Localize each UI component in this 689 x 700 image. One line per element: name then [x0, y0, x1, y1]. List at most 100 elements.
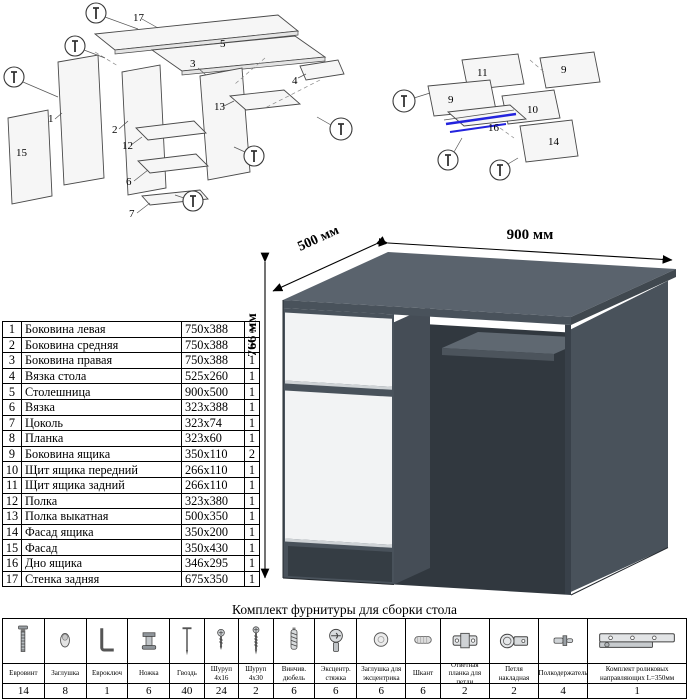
confirmat-icon	[3, 619, 44, 664]
parts-cell-num: 13	[2, 508, 22, 525]
leader-line	[130, 136, 143, 146]
dimension-width: 900 мм	[378, 228, 673, 264]
part-label-3: 3	[190, 58, 196, 70]
hardware-item-qty: 6	[332, 685, 339, 697]
part-label-12: 12	[122, 140, 133, 152]
hardware-item-name: Евровинт	[3, 664, 44, 684]
parts-cell-size: 350x110	[181, 445, 245, 463]
exploded-diagrams: 17 5 4 3 13 1 2 12 6 7 15	[3, 2, 601, 220]
part-label-10: 10	[527, 104, 539, 116]
hardware-item-name: Полкодержатель	[539, 664, 588, 684]
parts-cell-name: Фасад ящика	[21, 523, 182, 541]
panel-drawer-facade	[519, 119, 579, 163]
hardware-callout-icon	[85, 2, 139, 30]
parts-cell-size: 266x110	[181, 476, 245, 494]
panel-desktop-edge	[181, 56, 326, 76]
leader-line	[297, 73, 307, 79]
hardware-item-name: Петля накладная	[489, 664, 539, 684]
parts-cell-name: Боковина ящика	[21, 445, 182, 463]
bottom-edge-line	[282, 577, 395, 585]
part-label-9b: 9	[448, 94, 454, 106]
hardware-item-name: Ответная планка для петли	[440, 664, 489, 684]
parts-cell-name: Щит ящика задний	[21, 476, 182, 494]
hardware-item-qty: 8	[62, 685, 68, 697]
hardware-item-name: Заглушка для эксцентрика	[357, 664, 406, 684]
hardware-item-name: Эксцентр. стяжка	[315, 664, 357, 684]
hex-key-icon	[86, 619, 128, 664]
exploded-carcass-diagram: 17 5 4 3 13 1 2 12 6 7 15	[3, 2, 353, 220]
hinge-icon	[489, 619, 539, 664]
parts-cell-name: Боковина левая	[21, 321, 182, 338]
parts-cell-size: 323x60	[181, 430, 245, 447]
roller-guide-icon	[588, 619, 687, 664]
parts-cell-size: 750x388	[181, 336, 245, 354]
hardware-callout-icon	[489, 157, 519, 181]
parts-cell-name: Фасад	[21, 539, 182, 556]
hardware-callout-icon	[64, 35, 106, 59]
desk-render: 900 мм 500 мм 766 мм	[248, 228, 676, 596]
bottom-edge-line	[570, 547, 669, 596]
leader-line	[197, 67, 207, 76]
part-label-1: 1	[48, 113, 54, 125]
hardware-callout-icon	[174, 190, 204, 212]
part-label-16: 16	[488, 122, 500, 134]
parts-cell-qty: 1	[244, 570, 260, 588]
leader-line	[223, 100, 235, 107]
panel-rollout-shelf	[228, 89, 302, 111]
hardware-item-name: Заглушка	[44, 664, 86, 684]
right-panel-front-edge	[565, 324, 571, 595]
dowel-screw-icon	[273, 619, 315, 664]
desk-top-front-edge	[283, 300, 571, 325]
part-label-6: 6	[126, 176, 132, 188]
parts-cell-name: Боковина правая	[21, 352, 182, 369]
parts-cell-name: Дно ящика	[21, 554, 182, 572]
hardware-item-qty: 2	[253, 685, 259, 697]
exploded-drawer-diagram: 11 9 9 10 16 14	[392, 51, 601, 181]
hardware-item-name: Винчив. дюбель	[273, 664, 315, 684]
hardware-item-name: Шуруп 4x16	[204, 664, 239, 684]
parts-cell-name: Щит ящика передний	[21, 461, 182, 478]
screw-long-icon	[239, 619, 273, 664]
parts-cell-name: Полка выкатная	[21, 508, 182, 525]
parts-cell-num: 10	[2, 461, 22, 478]
part-label-15: 15	[16, 147, 28, 159]
leader-line	[141, 18, 159, 29]
hardware-item-qty: 2	[511, 685, 517, 697]
parts-cell-name: Столешница	[21, 383, 182, 400]
hardware-callout-icon	[392, 89, 431, 113]
leader-line	[118, 120, 129, 130]
part-label-2: 2	[112, 124, 118, 136]
part-label-5: 5	[220, 38, 226, 50]
part-label-9: 9	[561, 64, 567, 76]
hardware-item-qty: 14	[17, 685, 29, 697]
assembly-arrow	[529, 59, 545, 73]
desk-body	[282, 252, 676, 596]
right-panel-inner-side	[565, 280, 668, 595]
cam-lock-icon	[315, 619, 357, 664]
parts-cell-name: Стенка задняя	[21, 570, 182, 588]
panel-drawer-side-right	[539, 51, 601, 89]
parts-cell-num: 4	[2, 367, 22, 385]
parts-cell-qty: 1	[244, 539, 260, 556]
parts-cell-num: 3	[2, 352, 22, 369]
door-front-edge	[285, 538, 392, 548]
